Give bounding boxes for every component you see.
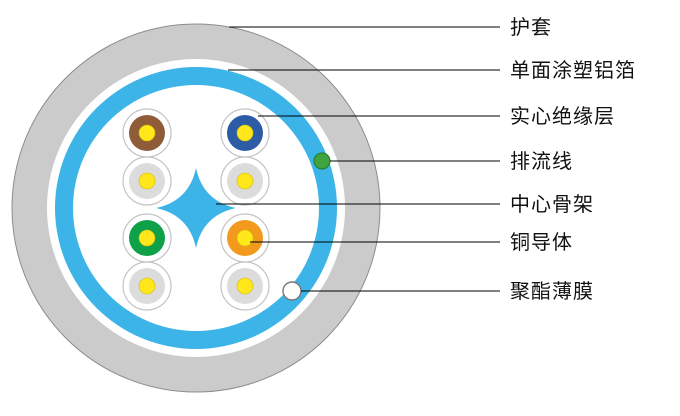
copper-conductor-core (138, 277, 156, 295)
label-insulation: 实心绝缘层 (510, 104, 615, 128)
wire-pair-top-left (122, 108, 172, 206)
label-drain-wire: 排流线 (510, 149, 573, 173)
label-foil: 单面涂塑铝箔 (510, 58, 636, 82)
wire-pair-bottom-right (220, 213, 270, 311)
label-jacket: 护套 (510, 15, 552, 39)
label-copper-conductor: 铜导体 (510, 230, 573, 254)
drain-wire-dot (313, 152, 331, 170)
wire-pair-top-right (220, 108, 270, 206)
copper-conductor-core (138, 172, 156, 190)
copper-conductor-core (138, 229, 156, 247)
polyester-film-circle (282, 281, 302, 301)
copper-conductor-core (138, 124, 156, 142)
wire-pair-bottom-left (122, 213, 172, 311)
copper-conductor-core (236, 229, 254, 247)
label-central-spline: 中心骨架 (510, 192, 594, 216)
copper-conductor-core (236, 124, 254, 142)
copper-conductor-core (236, 172, 254, 190)
label-polyester-film: 聚酯薄膜 (510, 279, 594, 303)
central-spline-cross (156, 168, 236, 248)
copper-conductor-core (236, 277, 254, 295)
